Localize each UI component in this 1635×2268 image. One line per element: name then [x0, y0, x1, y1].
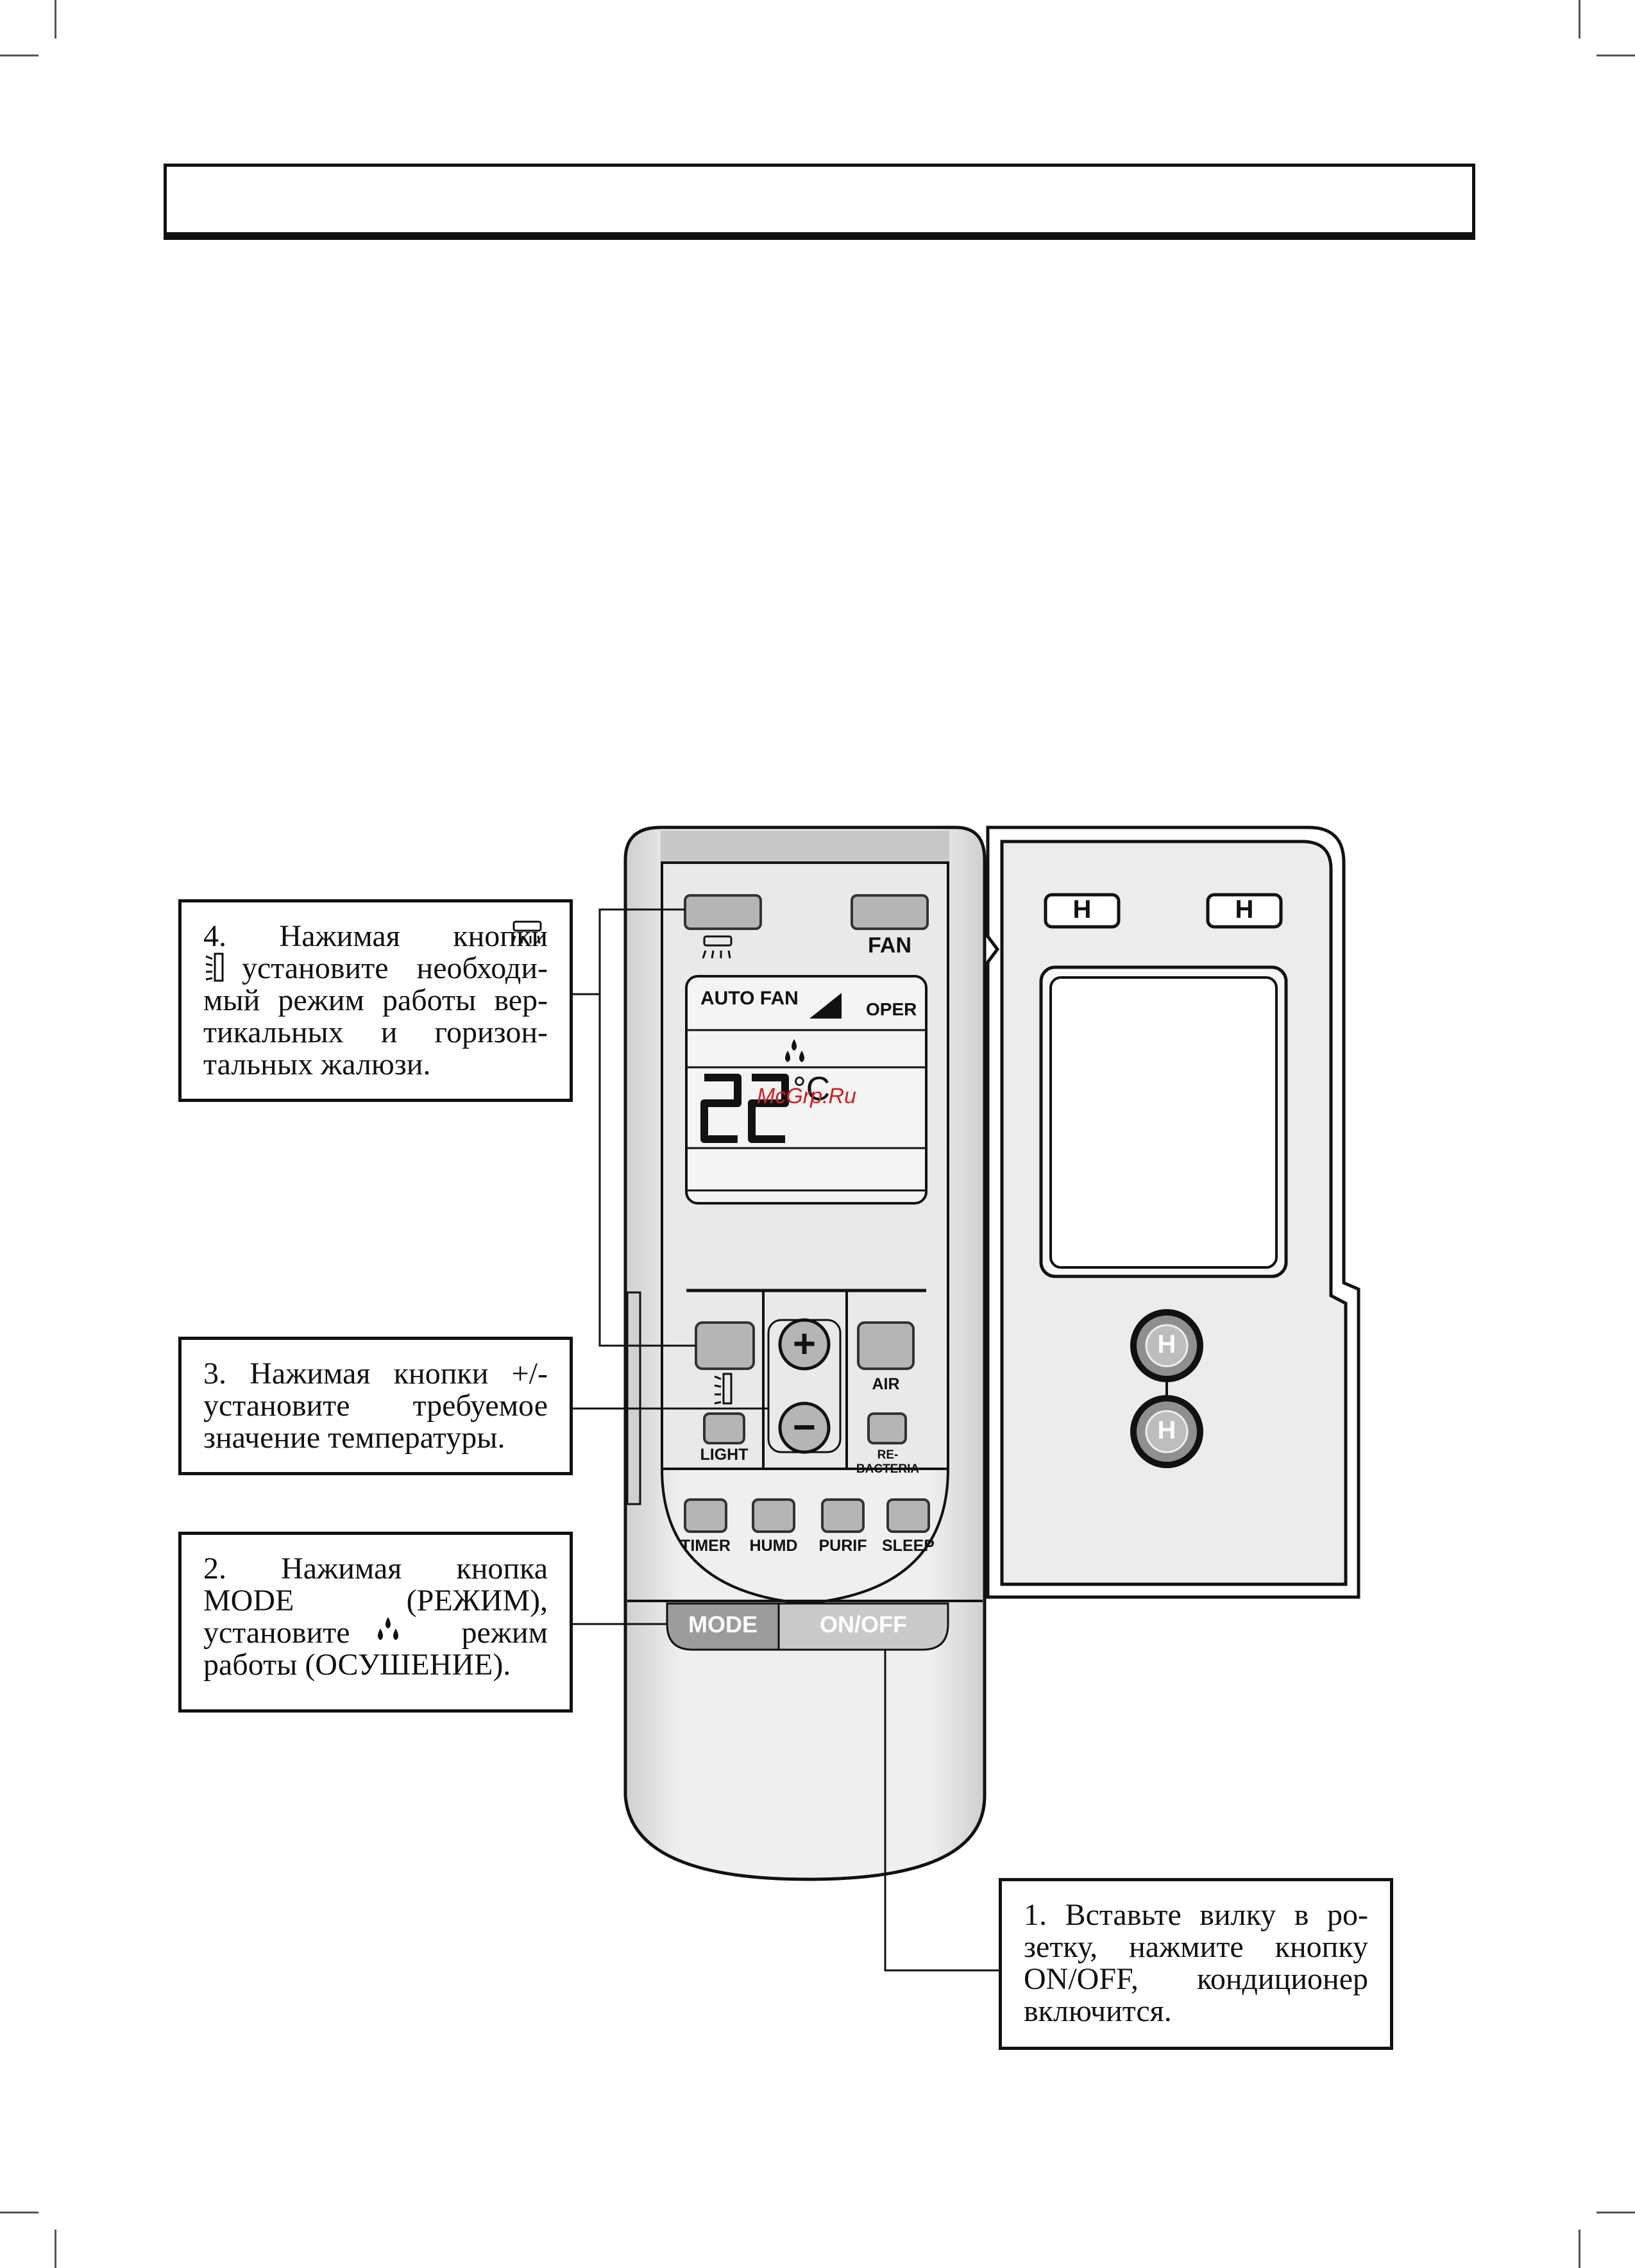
horizontal-swing-icon — [511, 920, 542, 944]
plus-label: + — [792, 1322, 817, 1366]
humd-label: HUMD — [749, 1537, 798, 1555]
callout-line: ON/OFF, кондиционер — [1024, 1962, 1368, 1996]
callout-line: включится. — [1024, 1994, 1172, 2028]
crop-mark — [0, 55, 38, 56]
display-auto-fan: AUTO FAN — [700, 988, 799, 1009]
leader-lines — [571, 908, 1001, 1972]
callout-line: установите необходи- — [242, 951, 548, 985]
light-button — [703, 1412, 745, 1444]
callout-line: 2. Нажимая кнопка — [203, 1552, 548, 1586]
rebacteria-label: RE-BACTERIA — [856, 1448, 920, 1476]
callout-line: MODE (РЕЖИМ), — [203, 1584, 548, 1618]
timer-button — [684, 1498, 727, 1533]
callout-line: зетку, нажмите кнопку — [1024, 1930, 1368, 1964]
swing-horizontal-button — [684, 894, 762, 930]
callout-line: значение температуры. — [203, 1421, 505, 1455]
remote-top-strip — [661, 831, 949, 863]
callout-step-1: 1. Вставьте вилку в ро- зетку, нажмите к… — [999, 1878, 1393, 2050]
fan-label: FAN — [868, 933, 911, 958]
remote-side-grip — [626, 1291, 641, 1505]
swing-vertical-button — [695, 1321, 755, 1370]
minus-button — [778, 1401, 831, 1454]
rebacteria-button — [867, 1412, 907, 1444]
fan-speed-icon — [809, 993, 842, 1019]
dry-mode-icon — [378, 1617, 398, 1640]
callout-line: 4. Нажимая кнопки — [203, 919, 548, 953]
timer-label: TIMER — [681, 1537, 731, 1555]
sleep-button — [886, 1498, 930, 1533]
callout-step-3: 3. Нажимая кнопки +/- установите требуем… — [178, 1337, 573, 1475]
callout-step-2: 2. Нажимая кнопка MODE (РЕЖИМ), установи… — [178, 1532, 573, 1713]
watermark: McGrp.Ru — [757, 1084, 856, 1108]
sleep-label: SLEEP — [882, 1537, 935, 1555]
minus-label: − — [792, 1405, 817, 1450]
cover-h-letter: H — [1072, 895, 1092, 924]
cover-h-letter: H — [1157, 1330, 1176, 1358]
callout-line: тикальных и горизон- — [203, 1015, 548, 1049]
callout-line: 3. Нажимая кнопки +/- — [203, 1357, 548, 1391]
crop-mark — [1579, 0, 1580, 38]
air-button — [857, 1321, 915, 1370]
crop-mark — [55, 0, 56, 38]
mode-button — [666, 1602, 780, 1651]
fan-button — [851, 894, 929, 930]
crop-mark — [55, 2230, 56, 2268]
callout-line: мый режим работы вер- — [203, 983, 548, 1017]
light-label: LIGHT — [700, 1446, 749, 1464]
air-label: AIR — [872, 1375, 900, 1393]
callout-line: 1. Вставьте вилку в ро- — [1024, 1898, 1368, 1932]
header-frame — [164, 164, 1475, 240]
display-unit: °C — [793, 1071, 831, 1108]
lcd-display — [685, 975, 928, 1205]
onoff-label: ON/OFF — [820, 1611, 907, 1638]
crop-mark — [1597, 55, 1635, 56]
display-oper: OPER — [866, 999, 917, 1019]
callout-line: установите режим — [203, 1616, 548, 1650]
vertical-swing-icon — [714, 1373, 733, 1405]
crop-mark — [0, 2212, 38, 2213]
crop-mark — [1597, 2212, 1635, 2213]
callout-line: работы (ОСУШЕНИЕ). — [203, 1648, 511, 1682]
callout-line: тальных жалюзи. — [203, 1047, 431, 1081]
cover-h-letter: H — [1157, 1416, 1176, 1444]
dry-mode-icon — [785, 1039, 804, 1062]
plus-button — [778, 1318, 831, 1371]
cover-h-letter: H — [1235, 895, 1254, 924]
cover-h-badge — [1044, 893, 1121, 929]
onoff-button — [777, 1602, 949, 1651]
temperature-digits — [700, 1074, 789, 1143]
purif-button — [821, 1498, 865, 1533]
horizontal-swing-icon — [702, 935, 733, 959]
vertical-swing-icon — [205, 952, 224, 982]
callout-step-4: 4. Нажимая кнопки установите необходи- м… — [178, 899, 573, 1102]
cover-h-badge — [1206, 893, 1283, 929]
callout-line: установите требуемое — [203, 1389, 548, 1423]
crop-mark — [1579, 2230, 1580, 2268]
humd-button — [752, 1498, 795, 1533]
mode-label: MODE — [688, 1611, 758, 1638]
purif-label: PURIF — [818, 1537, 867, 1555]
